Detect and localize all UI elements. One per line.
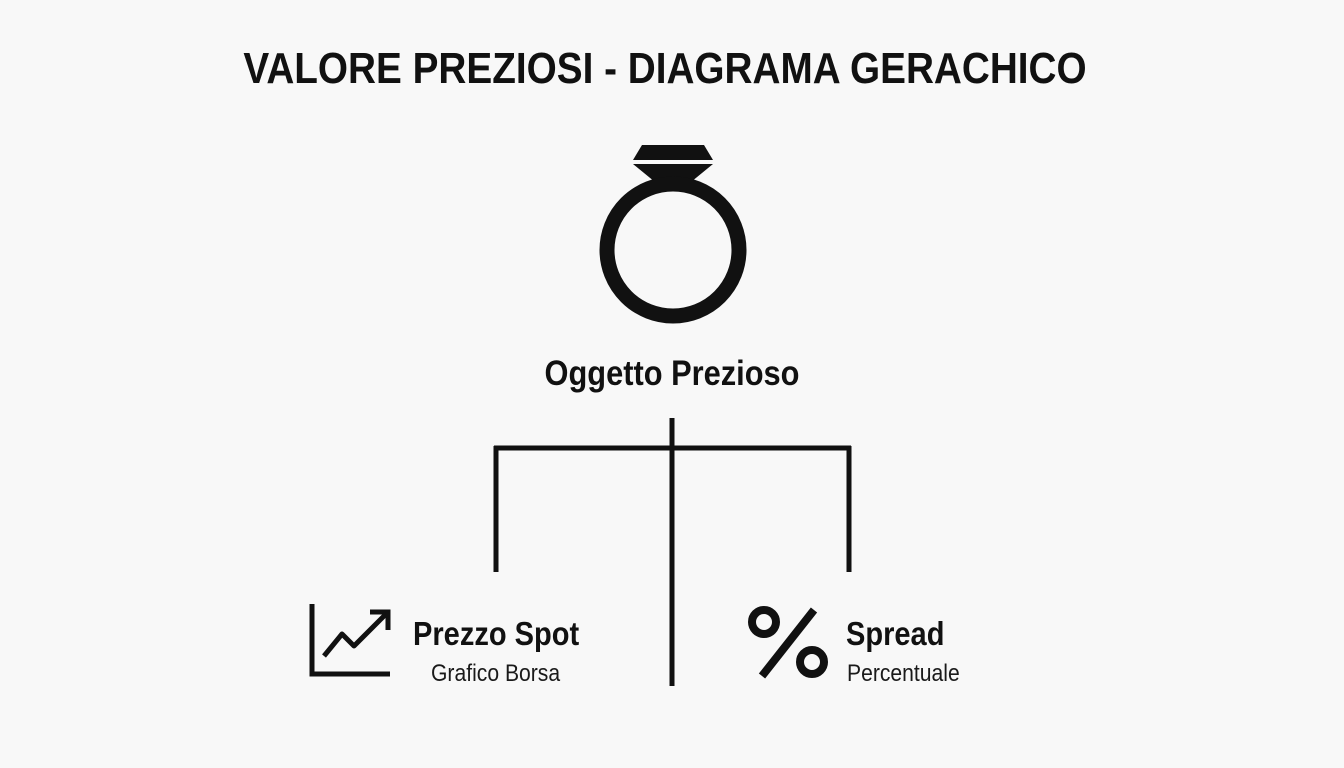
spot-price-title: Prezzo Spot bbox=[413, 615, 580, 652]
spot-price-subtitle: Grafico Borsa bbox=[431, 660, 561, 687]
trend-chart-icon bbox=[309, 604, 391, 677]
diagram-title: VALORE PREZIOSI - DIAGRAMA GERACHICO bbox=[243, 44, 1087, 93]
spread-title: Spread bbox=[846, 615, 945, 652]
root-node-label: Oggetto Prezioso bbox=[544, 354, 800, 393]
diamond-ring-icon bbox=[599, 145, 747, 324]
spread-subtitle: Percentuale bbox=[847, 660, 960, 687]
percent-icon bbox=[748, 606, 828, 679]
